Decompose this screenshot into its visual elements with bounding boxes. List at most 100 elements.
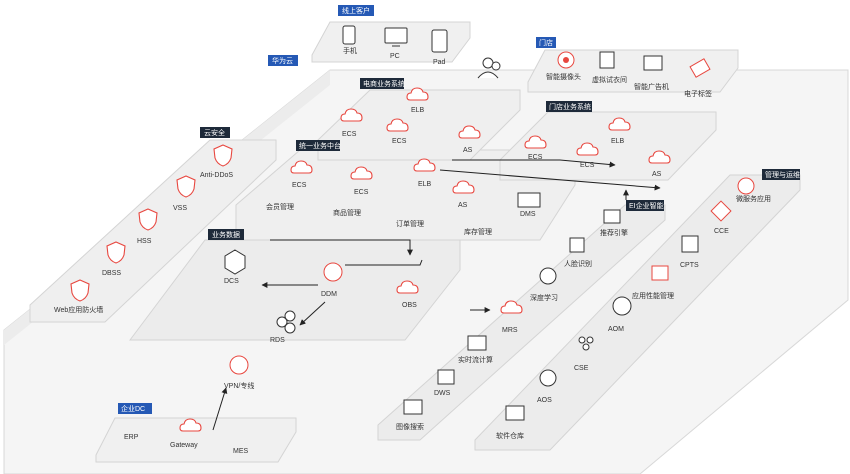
- middle-as-label: AS: [458, 202, 468, 209]
- dbss-label: DBSS: [102, 270, 121, 277]
- tag-management-label: 管理与运维: [765, 170, 800, 179]
- electronic-label-label: 电子标签: [684, 89, 712, 98]
- waf-label: Web应用防火墙: [54, 305, 103, 314]
- line-ddm-rds: [299, 301, 326, 326]
- hss-label: HSS: [137, 238, 152, 245]
- middle-as: AS: [452, 180, 475, 209]
- pc-device: PC: [384, 27, 408, 60]
- tag-cloud-security: [200, 127, 230, 138]
- ecommerce-elb: ELB: [406, 87, 429, 114]
- ecommerce-panel: [317, 89, 521, 161]
- line-dc-vpn: [212, 387, 228, 431]
- smart-camera: 智能摄像头: [546, 51, 581, 81]
- connection-lines: [212, 159, 661, 431]
- line-ecommerce-middle: [439, 169, 661, 191]
- image-search: 图像搜索: [396, 399, 424, 431]
- tag-middle-platform: [296, 140, 340, 151]
- ecommerce-as-label: AS: [463, 147, 473, 154]
- virtual-fitting-room-label: 虚拟试衣间: [592, 75, 627, 84]
- store-ecs2: ECS: [576, 142, 599, 169]
- mrs-label: MRS: [502, 327, 518, 334]
- tile-inventory: 库存管理: [464, 227, 492, 236]
- tag-business-data: [208, 229, 244, 240]
- obs-label: OBS: [402, 302, 417, 309]
- middle-platform-nodes: ECS ECS ELB AS DMS 会员管理 商品管理 订单管理 库存管理: [266, 158, 541, 236]
- tag-ecommerce-label: 电商业务系统: [363, 79, 405, 88]
- erp-node: ERP: [124, 434, 139, 441]
- vss: VSS: [173, 175, 196, 212]
- tile-member-label: 会员管理: [266, 202, 294, 211]
- store-business-nodes: ELB ECS ECS AS: [524, 117, 671, 178]
- enterprise-dc-nodes: ERP Gateway MES: [124, 418, 249, 455]
- aom-label: AOM: [608, 326, 624, 333]
- ddm-label: DDM: [321, 291, 337, 298]
- tag-enterprise-dc-label: 企业DC: [121, 404, 145, 413]
- middle-elb-label: ELB: [418, 181, 432, 188]
- microservice-app: 微服务应用: [736, 177, 771, 203]
- cpts-label: CPTS: [680, 262, 699, 269]
- cse-label: CSE: [574, 365, 589, 372]
- business-data-nodes: DCS DDM OBS RDS: [224, 249, 419, 344]
- tag-cloud-security-label: 云安全: [204, 128, 225, 137]
- smart-ad-machine: 智能广告机: [634, 55, 669, 91]
- aos-node: AOS: [537, 369, 557, 404]
- users-icon: [477, 57, 501, 79]
- mes-node: MES: [233, 448, 249, 455]
- aom-node: AOM: [608, 296, 632, 333]
- middle-elb: ELB: [413, 158, 436, 188]
- tag-store-label: 门店: [539, 38, 553, 47]
- middle-ecs1-label: ECS: [292, 182, 307, 189]
- stream-computing-label: 实时流计算: [458, 355, 493, 364]
- cce-label: CCE: [714, 228, 729, 235]
- tile-member: 会员管理: [266, 202, 294, 211]
- dws-node: DWS: [434, 369, 455, 397]
- electronic-label: 电子标签: [684, 58, 712, 98]
- ecommerce-ecs1-label: ECS: [342, 131, 357, 138]
- dws-label: DWS: [434, 390, 451, 397]
- cce-node: CCE: [710, 200, 732, 235]
- hss: HSS: [137, 208, 158, 245]
- store-panel: [527, 49, 739, 93]
- vpn-label: VPN/专线: [224, 381, 254, 390]
- phone-device: 手机: [342, 25, 357, 55]
- cse-node: CSE: [574, 336, 594, 372]
- store-ecs1: ECS: [524, 135, 547, 161]
- middle-ecs2-label: ECS: [354, 189, 369, 196]
- waf: Web应用防火墙: [54, 279, 103, 314]
- ecommerce-nodes: ELB ECS ECS AS: [340, 87, 481, 154]
- tag-ei: [626, 200, 664, 211]
- management-nodes: 微服务应用 CCE CPTS 应用性能管理 AOM CSE AOS: [496, 177, 771, 440]
- apm-label: 应用性能管理: [632, 291, 674, 300]
- ecommerce-as: AS: [458, 125, 481, 154]
- store-as: AS: [648, 150, 671, 178]
- software-repo: 软件仓库: [496, 405, 525, 440]
- smart-camera-label: 智能摄像头: [546, 72, 581, 81]
- tile-order-label: 订单管理: [396, 219, 424, 228]
- store-ecs2-label: ECS: [580, 162, 595, 169]
- gateway-node: Gateway: [170, 418, 202, 449]
- pc-label: PC: [390, 53, 400, 60]
- management-panel: [474, 174, 801, 451]
- microservice-app-label: 微服务应用: [736, 194, 771, 203]
- aos-label: AOS: [537, 397, 552, 404]
- enterprise-dc-panel: [95, 417, 297, 463]
- line-ecommerce-store: [452, 159, 616, 168]
- recommendation-engine-label: 推荐引擎: [600, 228, 628, 237]
- store-as-label: AS: [652, 171, 662, 178]
- middle-dms: DMS: [517, 192, 541, 218]
- tile-order: 订单管理: [396, 219, 424, 228]
- vss-label: VSS: [173, 205, 187, 212]
- store-devices: 智能摄像头 虚拟试衣间 智能广告机 电子标签: [546, 51, 712, 98]
- recommendation-engine: 推荐引擎: [600, 209, 628, 237]
- tag-middle-platform-label: 统一业务中台: [299, 141, 341, 150]
- ecommerce-elb-label: ELB: [411, 107, 425, 114]
- ecommerce-ecs1: ECS: [340, 108, 363, 138]
- erp-label: ERP: [124, 434, 139, 441]
- tag-online-customers-label: 线上客户: [342, 6, 370, 15]
- face-recognition-label: 人脸识别: [564, 259, 592, 268]
- face-recognition: 人脸识别: [564, 237, 592, 268]
- deep-learning-label: 深度学习: [530, 293, 558, 302]
- software-repo-label: 软件仓库: [496, 431, 524, 440]
